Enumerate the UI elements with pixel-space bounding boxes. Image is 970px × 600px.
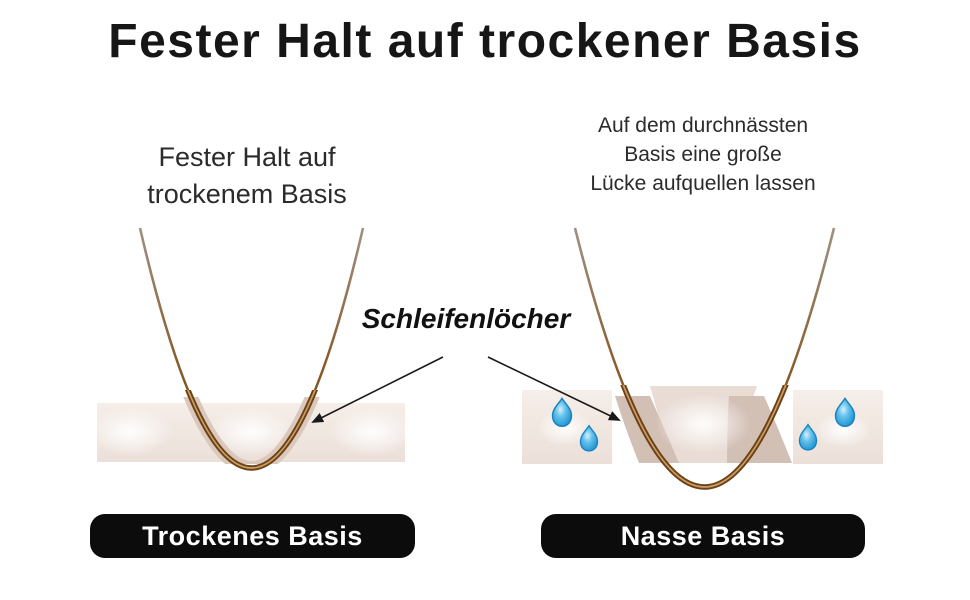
annotation-label: Schleifenlöcher [361, 303, 571, 334]
right-caption: Auf dem durchnässten Basis eine große Lü… [528, 111, 878, 198]
wet-base-diagram [522, 227, 883, 490]
strip-highlight [655, 394, 751, 454]
strip-highlight [88, 408, 172, 456]
left-caption: Fester Halt auf trockenem Basis [97, 139, 397, 213]
left-caption-line-1: Fester Halt auf [158, 142, 336, 172]
strip-highlight [207, 408, 295, 456]
annotation-arrows [311, 356, 621, 423]
strip-highlight [815, 412, 871, 448]
thread-loop-wet-highlight [622, 385, 787, 488]
right-caption-line-1: Auf dem durchnässten [597, 114, 809, 137]
widened-hole-wall-left [615, 396, 679, 463]
arrow-to-wet-loop-icon [487, 356, 621, 421]
right-caption-line-2: Basis eine große [624, 143, 782, 166]
thread-loop-dry-highlight [186, 390, 317, 469]
page-title: Fester Halt auf trockener Basis [108, 15, 862, 68]
left-caption-line-2: trockenem Basis [147, 179, 347, 209]
strip-highlight [537, 410, 593, 446]
strip-highlight [330, 408, 414, 456]
right-caption-line-3: Lücke aufquellen lassen [590, 172, 816, 195]
dry-base-badge: Trockenes Basis [90, 514, 415, 558]
wet-base-badge: Nasse Basis [541, 514, 865, 558]
arrow-to-dry-loop-icon [311, 356, 444, 423]
wet-base-badge-label: Nasse Basis [620, 520, 786, 551]
dry-base-diagram [88, 227, 414, 471]
dry-base-badge-label: Trockenes Basis [142, 520, 363, 551]
